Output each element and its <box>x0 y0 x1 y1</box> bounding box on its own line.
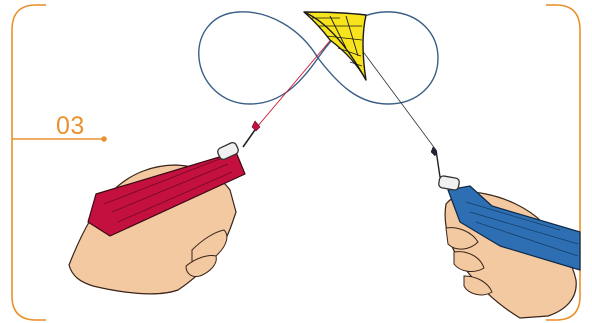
left-kite-line <box>257 36 334 127</box>
step-number: 03 <box>56 114 85 139</box>
right-line-end <box>436 150 440 177</box>
left-hand-strap-icon <box>69 141 245 294</box>
stunt-kite-icon <box>304 12 366 80</box>
right-hand-strap-icon <box>438 175 580 318</box>
frame-left-edge <box>12 5 36 320</box>
step-dot <box>101 136 107 142</box>
left-line-bead <box>252 121 260 131</box>
